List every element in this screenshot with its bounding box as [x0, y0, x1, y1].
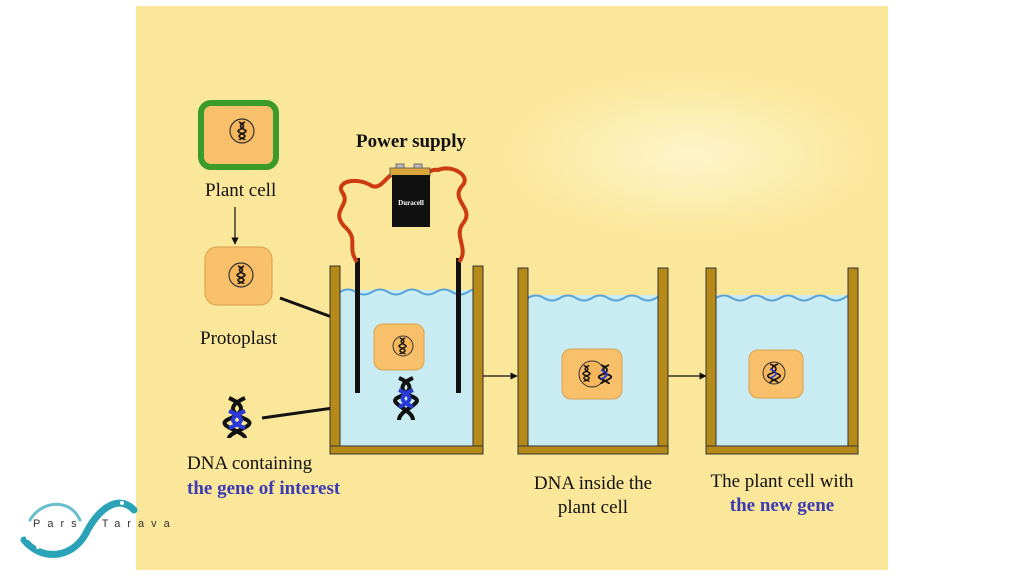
beaker-new-gene: [705, 267, 859, 455]
slide-highlight: [500, 70, 880, 240]
dna-helix-free: [222, 396, 252, 439]
beaker-electroporation: [329, 258, 484, 455]
protoplast-cell: [204, 246, 273, 306]
pars-tarava-logo: [20, 499, 138, 558]
new-gene-label-line1: The plant cell with: [710, 471, 854, 492]
plant-cell: [198, 100, 279, 170]
logo-text-right: Tarava: [101, 518, 177, 530]
dna-inside-label-line2: plant cell: [557, 497, 629, 518]
beaker-dna-inside: [517, 267, 669, 455]
wire-right: [422, 166, 469, 264]
logo-text: Pars Tarava: [33, 518, 177, 530]
battery: [389, 163, 431, 227]
electrode-right: [456, 258, 461, 393]
logo-text-left: Pars: [33, 518, 84, 530]
electrode-left: [355, 258, 360, 393]
battery-brand-label: Duracell: [398, 199, 424, 207]
dna-inside-label-line1: DNA inside the: [533, 473, 653, 494]
dna-label-line1: DNA containing: [187, 453, 313, 474]
wire-left: [337, 170, 399, 264]
new-gene-label-line2: the new gene: [729, 495, 835, 516]
protoplast-label: Protoplast: [200, 328, 278, 349]
dna-label-line2: the gene of interest: [187, 478, 341, 499]
power-supply-label: Power supply: [356, 131, 466, 152]
plant-cell-label: Plant cell: [205, 180, 277, 201]
